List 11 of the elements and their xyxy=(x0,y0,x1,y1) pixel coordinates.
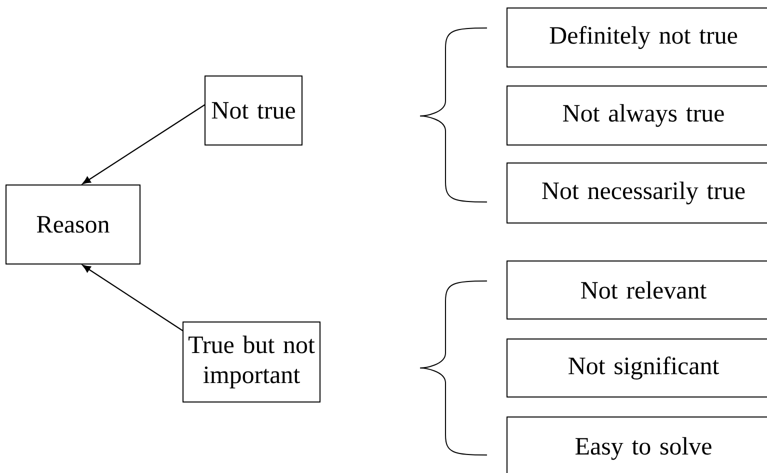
arrow xyxy=(82,264,184,332)
arrow xyxy=(82,104,206,184)
text-box: Not always true xyxy=(506,86,767,146)
text-box: True but not important xyxy=(182,322,320,402)
text-box: Not true xyxy=(204,76,302,146)
text-box: Reason xyxy=(6,184,140,264)
text-box: Easy to solve xyxy=(506,416,767,473)
text-box: Definitely not true xyxy=(506,8,767,68)
text-box: Not significant xyxy=(506,338,767,398)
text-box: Not relevant xyxy=(506,260,767,320)
text-box: Not necessarily true xyxy=(506,162,767,224)
